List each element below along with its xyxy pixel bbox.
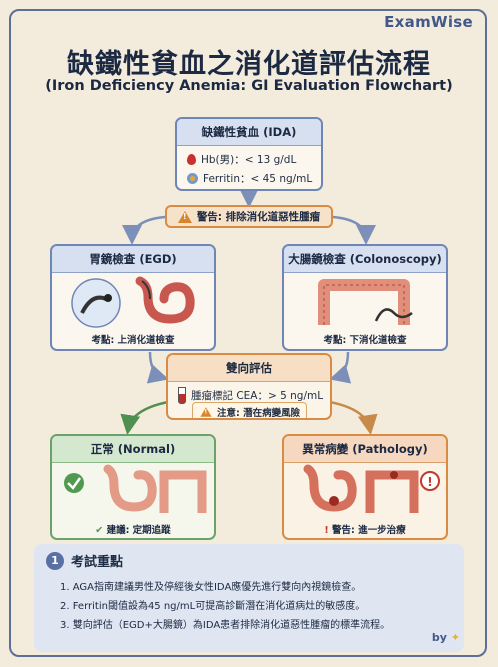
normal-note-text: 建議: 定期追蹤 bbox=[106, 525, 171, 536]
ferritin-molecule-icon bbox=[187, 173, 198, 184]
normal-box: 正常 (Normal) ✔ 建議: 定期追蹤 bbox=[50, 434, 216, 540]
warning-text: 警告: 排除消化道惡性腫瘤 bbox=[196, 211, 321, 223]
byline: by ✦ bbox=[432, 631, 460, 644]
summary-list: 1. AGA指南建議男性及停經後女性IDA應優先進行雙向內視鏡檢查。 2. Fe… bbox=[60, 578, 390, 635]
summary-header: 1 考試重點 bbox=[46, 551, 123, 570]
hb-row: Hb(男)：< 13 g/dL bbox=[177, 150, 321, 169]
colonoscopy-note: 考點: 下消化道檢查 bbox=[323, 335, 407, 346]
pathology-box: 異常病變 (Pathology) ! ! 警告: 進一步治療 bbox=[282, 434, 448, 540]
colon-illustration bbox=[318, 279, 413, 325]
warning-icon bbox=[177, 210, 192, 223]
pathology-note: ! 警告: 進一步治療 bbox=[284, 522, 446, 536]
alert-icon: ! bbox=[324, 525, 333, 536]
ferritin-text: Ferritin：< 45 ng/mL bbox=[203, 173, 313, 185]
egd-note: 考點: 上消化道檢查 bbox=[91, 335, 175, 346]
arrow-colon-to-bidirectional bbox=[329, 351, 352, 384]
caution-text: 注意: 潛在病變風險 bbox=[217, 408, 301, 419]
blood-drop-icon bbox=[187, 154, 196, 165]
exam-summary-panel: 1 考試重點 1. AGA指南建議男性及停經後女性IDA應優先進行雙向內視鏡檢查… bbox=[34, 544, 464, 652]
pathology-organs-illustration: ! bbox=[303, 464, 440, 513]
colonoscopy-heading: 大腸鏡檢查 (Colonoscopy) bbox=[284, 246, 446, 273]
normal-note: ✔ 建議: 定期追蹤 bbox=[52, 522, 214, 536]
arrow-warning-to-egd bbox=[122, 215, 166, 245]
cea-row: 腫瘤標記 CEA：> 5 ng/mL bbox=[168, 385, 330, 406]
summary-number-badge: 1 bbox=[46, 551, 64, 570]
egd-heading: 胃鏡檢查 (EGD) bbox=[52, 246, 214, 273]
summary-item: 1. AGA指南建議男性及停經後女性IDA應優先進行雙向內視鏡檢查。 bbox=[60, 582, 362, 593]
colonoscopy-box: 大腸鏡檢查 (Colonoscopy) 考點: 下消化道檢查 bbox=[282, 244, 448, 351]
brand-logo: ExamWise bbox=[384, 13, 473, 31]
page-subtitle: (Iron Deficiency Anemia: GI Evaluation F… bbox=[45, 78, 453, 94]
arrow-egd-to-bidirectional bbox=[146, 351, 169, 384]
cea-text: 腫瘤標記 CEA：> 5 ng/mL bbox=[191, 390, 324, 402]
page-frame bbox=[9, 9, 487, 657]
pathology-heading: 異常病變 (Pathology) bbox=[284, 436, 446, 463]
healthy-organs-illustration bbox=[64, 464, 207, 513]
bidirectional-heading: 雙向評估 bbox=[168, 355, 330, 382]
summary-item: 3. 雙向評估（EGD+大腸鏡）為IDA患者排除消化道惡性腫瘤的標準流程。 bbox=[60, 620, 391, 631]
caution-pill: 注意: 潛在病變風險 bbox=[192, 402, 308, 419]
page-title: 缺鐵性貧血之消化道評估流程 bbox=[67, 49, 431, 80]
caution-icon bbox=[200, 407, 212, 417]
egd-box: 胃鏡檢查 (EGD) 考點: 上消化道檢查 bbox=[50, 244, 216, 351]
summary-title: 考試重點 bbox=[71, 555, 124, 570]
hb-text: Hb(男)：< 13 g/dL bbox=[201, 154, 297, 166]
stomach-endoscope-illustration bbox=[71, 276, 195, 328]
byline-text: by bbox=[431, 631, 447, 644]
normal-heading: 正常 (Normal) bbox=[52, 436, 214, 463]
pathology-note-text: 警告: 進一步治療 bbox=[332, 525, 406, 536]
blood-tube-icon bbox=[178, 387, 186, 404]
svg-text:!: ! bbox=[427, 475, 432, 489]
ida-heading: 缺鐵性貧血 (IDA) bbox=[177, 119, 321, 146]
summary-item: 2. Ferritin閾值設為45 ng/mL可提高診斷潛在消化道病灶的敏感度。 bbox=[60, 601, 366, 612]
arrow-warning-to-colon bbox=[332, 215, 376, 245]
bidirectional-box: 雙向評估 腫瘤標記 CEA：> 5 ng/mL 注意: 潛在病變風險 bbox=[166, 353, 332, 420]
checkmark-icon: ✔ bbox=[95, 525, 107, 536]
ida-box: 缺鐵性貧血 (IDA) Hb(男)：< 13 g/dL Ferritin：< 4… bbox=[175, 117, 323, 191]
ferritin-row: Ferritin：< 45 ng/mL bbox=[177, 169, 321, 188]
sparkle-icon: ✦ bbox=[450, 631, 460, 644]
warning-banner: 警告: 排除消化道惡性腫瘤 bbox=[165, 205, 333, 228]
